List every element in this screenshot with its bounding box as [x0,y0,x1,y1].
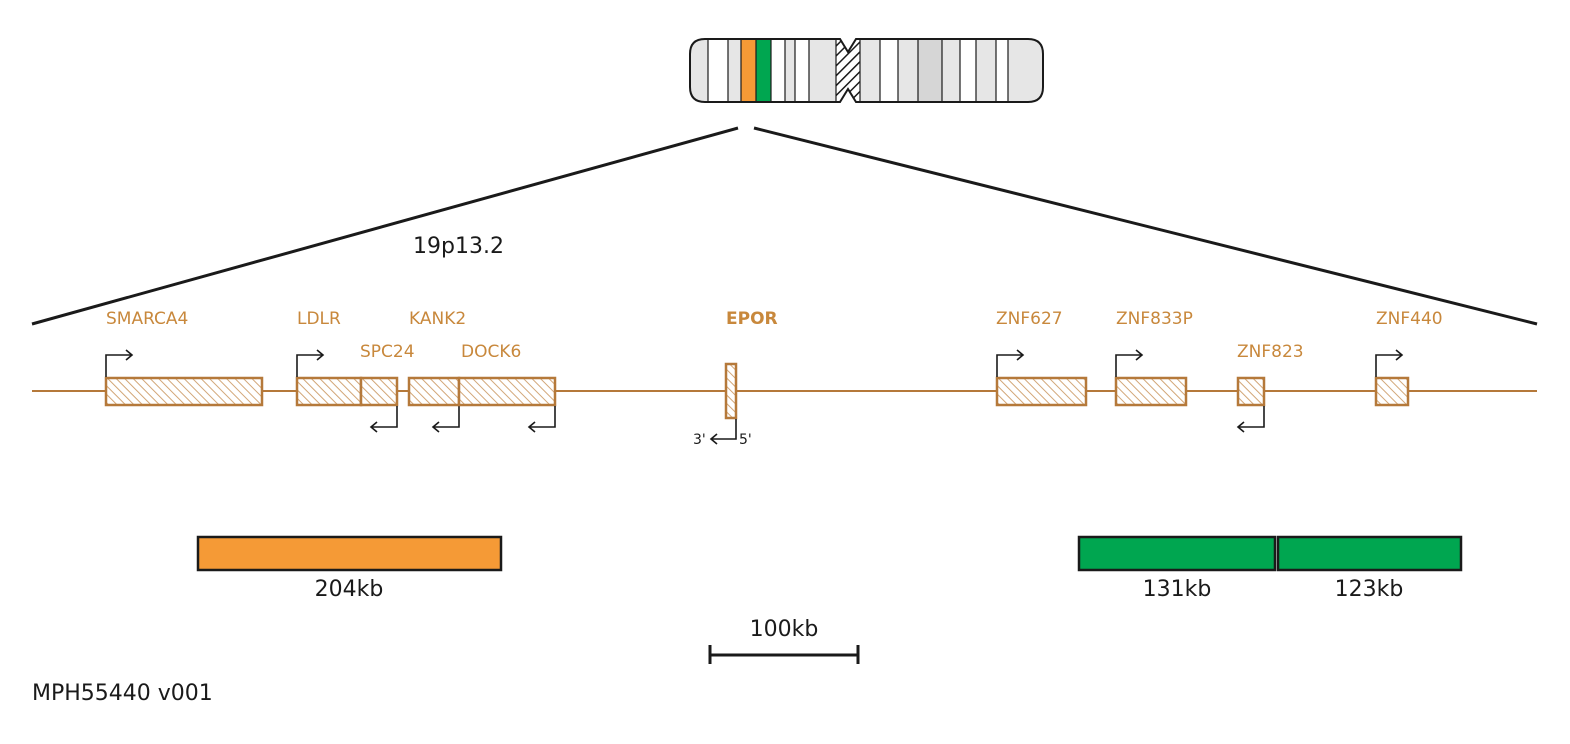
gene-box-znf440 [1374,376,1410,407]
probe-green-1-size: 131kb [1143,577,1212,602]
chromosome-band [771,39,785,102]
chromosome-band [918,39,942,102]
probe-green-1 [1077,535,1277,572]
gene-label-epor: EPOR [726,309,778,329]
forward-arrow-icon [1375,349,1404,377]
band-label: 19p13.2 [413,234,504,259]
gene-label-dock6: DOCK6 [461,342,521,362]
gene-track: SMARCA4 LDLR SPC24 KANK2 DOCK6 [104,309,1443,448]
chromosome-outline [689,38,1044,103]
reverse-arrow-icon [527,406,556,433]
scale-bar-label: 100kb [750,617,819,642]
chromosome-band-green [756,39,771,102]
gene-box-znf833p [1114,376,1188,407]
chromosome-band-orange [741,39,756,102]
gene-label-smarca4: SMARCA4 [106,309,188,329]
chromosome-band [880,39,898,102]
gene-ldlr: LDLR [295,309,363,407]
gene-label-ldlr: LDLR [297,309,341,329]
zoom-line-left [31,126,739,326]
probe-orange [196,535,503,572]
chromosome-19-ideogram [689,38,1044,103]
epor-3prime-label: 3' [693,432,706,448]
gene-label-znf823: ZNF823 [1237,342,1304,362]
forward-arrow-icon [1115,349,1144,377]
reverse-arrow-icon [369,406,398,433]
chromosome-band [960,39,976,102]
chromosome-band [996,39,1008,102]
gene-znf440: ZNF440 [1374,309,1443,407]
gene-box-znf627 [995,376,1088,407]
gene-znf833p: ZNF833P [1114,309,1193,407]
gene-box-spc24 [359,376,399,407]
scale-bar-line [708,645,860,664]
gene-znf627: ZNF627 [995,309,1088,407]
gene-box-kank2 [407,376,461,407]
gene-label-znf440: ZNF440 [1376,309,1443,329]
gene-label-kank2: KANK2 [409,309,466,329]
gene-label-znf833p: ZNF833P [1116,309,1193,329]
gene-dock6: DOCK6 [457,342,557,433]
reverse-arrow-icon [709,419,737,445]
chromosome-band [708,39,728,102]
zoom-line-right [753,126,1538,326]
reverse-arrow-icon [1236,406,1265,433]
gene-epor: EPOR 3' 5' [693,309,778,448]
probe-track: 204kb 131kb 123kb [196,535,1463,602]
gene-smarca4: SMARCA4 [104,309,264,407]
forward-arrow-icon [996,349,1025,377]
gene-box-epor [724,362,738,420]
probe-green-2 [1276,535,1463,572]
probe-green-2-size: 123kb [1335,577,1404,602]
centromere [836,39,860,102]
chromosome-band [795,39,809,102]
scale-bar: 100kb [708,617,860,664]
gene-label-znf627: ZNF627 [996,309,1063,329]
gene-label-spc24: SPC24 [360,342,415,362]
gene-box-ldlr [295,376,363,407]
reverse-arrow-icon [431,406,460,433]
gene-box-smarca4 [104,376,264,407]
gene-box-znf823 [1236,376,1266,407]
probe-orange-size: 204kb [315,577,384,602]
gene-kank2: KANK2 [407,309,466,433]
epor-5prime-label: 5' [739,432,752,448]
product-code: MPH55440 v001 [32,681,213,706]
forward-arrow-icon [296,349,325,377]
gene-spc24: SPC24 [359,342,415,433]
gene-box-dock6 [457,376,557,407]
gene-znf823: ZNF823 [1236,342,1304,433]
forward-arrow-icon [105,349,134,377]
